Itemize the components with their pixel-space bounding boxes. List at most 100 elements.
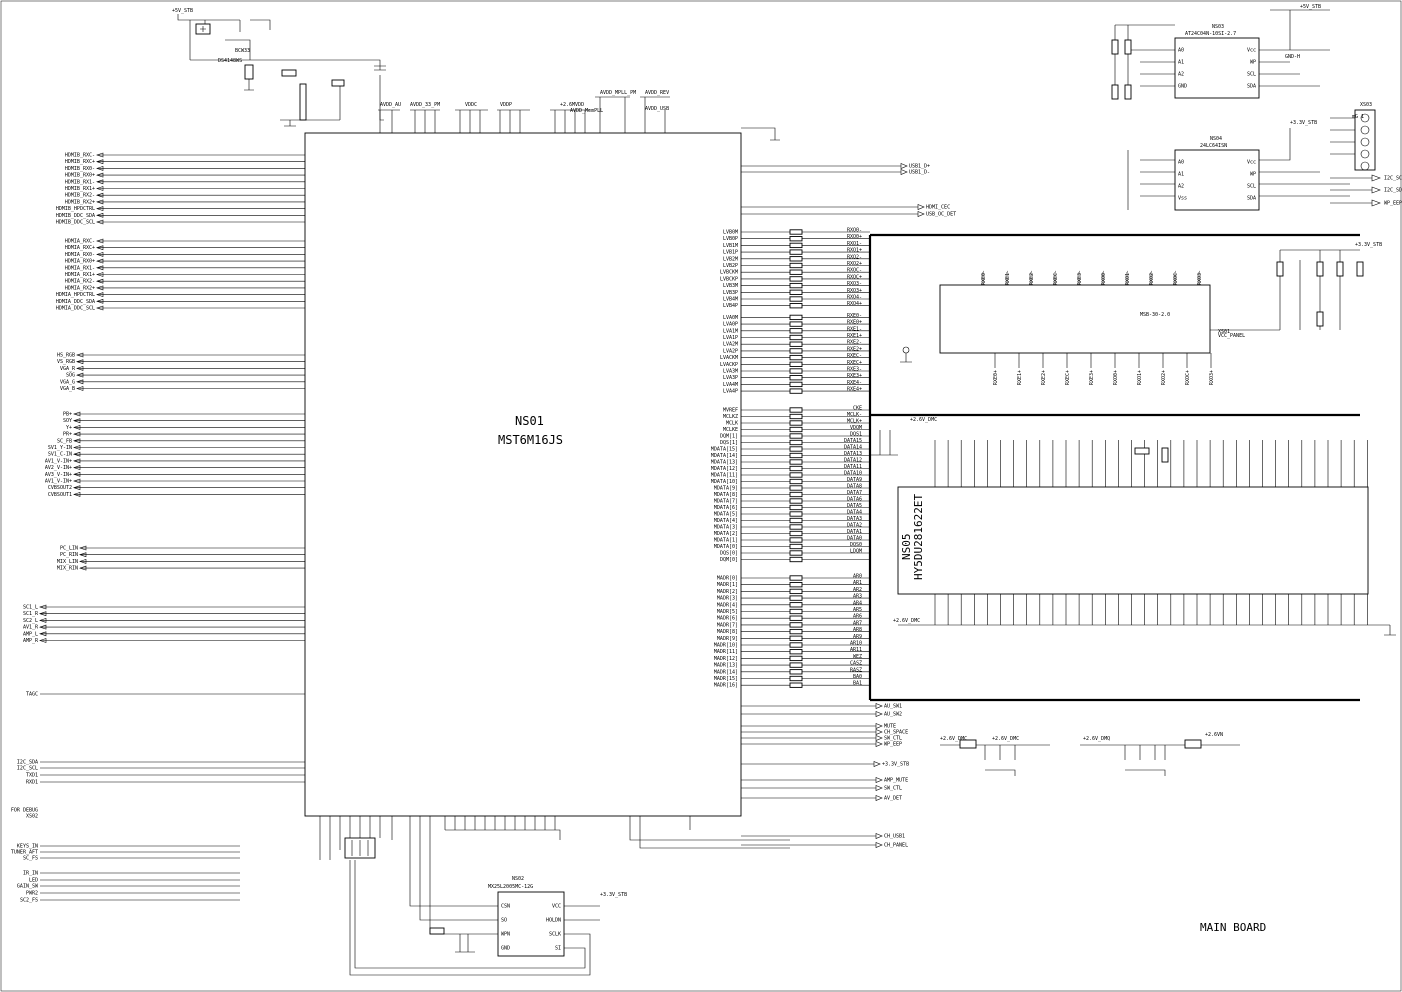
lvds-pin-9: LVB3P xyxy=(723,290,738,296)
mem-pin-7: MDATA[14] xyxy=(711,453,738,459)
addr-pin-3: MADR[3] xyxy=(717,596,738,602)
lvds-net-5: RXO2+ xyxy=(847,261,862,267)
lvds-conn-net-5: RXE2+ xyxy=(1041,370,1047,385)
flash-ref: NS02 xyxy=(512,876,524,882)
lvds-conn-net-18: RXO3- xyxy=(1197,270,1203,285)
net-left-av-1: SOY xyxy=(63,418,72,424)
lvds-pin-0: LVB0M xyxy=(723,230,738,236)
net-left-vga-0: HS_RGB xyxy=(57,353,75,359)
lvds-net-15: RXE1+ xyxy=(847,333,862,339)
eeprom1-pins-pin-1: A1 xyxy=(1178,60,1184,66)
misc-left-12: GAIN_SW xyxy=(17,884,39,890)
lvds-net-3: RXO1+ xyxy=(847,248,862,254)
net-left-av-8: AV2_V-IN+ xyxy=(45,465,72,471)
board-title: MAIN BOARD xyxy=(1200,921,1266,934)
lvds-connector-part: MSB-30-2.0 xyxy=(1140,312,1170,318)
flash-pin-0: CSN xyxy=(501,904,510,910)
net-left-hdmi-a-3: HDMIA_RX0+ xyxy=(65,259,95,265)
mem-pin-8: MDATA[13] xyxy=(711,460,738,466)
mem-pin-15: MDATA[6] xyxy=(714,505,738,511)
net-left-hdmi-b-4: HDMIB_RX1- xyxy=(65,179,95,185)
lvds-pin-11: LVB4P xyxy=(723,303,738,309)
lvds-net-13: RXE0+ xyxy=(847,320,862,326)
eeprom2-pins-pin-5: WP xyxy=(1250,172,1256,178)
net-left-av-12: CVBSOUT1 xyxy=(48,492,72,498)
lvds-conn-net-17: RXOC+ xyxy=(1185,370,1191,385)
lvds-net-11: RXO4+ xyxy=(847,301,862,307)
mem-net-17: DATA3 xyxy=(847,516,862,522)
ddr-sdram: NS05 HY5DU281622ET +2.6V_DMC +2.6V_DMC xyxy=(870,417,1396,636)
addr-net-15: BA0 xyxy=(853,674,862,680)
net-left-hdmi-a-1: HDMIA_RXC+ xyxy=(65,245,95,251)
flash-pin-1: SO xyxy=(501,918,507,924)
lvds-pin-13: LVA0P xyxy=(723,322,738,328)
lvds-pin-19: LVACKP xyxy=(720,362,738,368)
addr-pin-10: MADR[10] xyxy=(714,643,738,649)
net-left-hdmi-a-6: HDMIA_RX2- xyxy=(65,279,95,285)
eeprom-1-ref: NS03 xyxy=(1212,24,1224,30)
misc-left-9: SC_FS xyxy=(23,856,38,862)
transistor-label: BCW33 xyxy=(235,48,250,54)
eeprom-rail-5v: +5V_STB xyxy=(1300,4,1321,10)
addr-net-8: AR8 xyxy=(853,627,862,633)
misc-left-4: RXD1 xyxy=(26,780,38,786)
mem-pin-6: MDATA[15] xyxy=(711,447,738,453)
lvds-net-8: RXO3- xyxy=(847,281,862,287)
mem-pin-4: DQM[1] xyxy=(720,434,738,440)
addr-net-1: AR1 xyxy=(853,580,862,586)
mem-pin-10: MDATA[11] xyxy=(711,473,738,479)
lvds-net-6: RXOC- xyxy=(847,268,862,274)
addr-pin-16: MADR[16] xyxy=(714,683,738,689)
lvds-pin-16: LVA2M xyxy=(723,342,738,348)
filter2-in: +2.6V_DMQ xyxy=(1083,736,1110,742)
lvds-net-14: RXE1- xyxy=(847,326,862,332)
net-left-hdmi-b-3: HDMIB_RX0+ xyxy=(65,173,95,179)
flash-chip: NS02 MX25L2005MC-12G CSNSOWPNGNDVCCHOLDN… xyxy=(349,860,627,976)
net-left-av-10: AV1_V-IN+ xyxy=(45,479,72,485)
addr-pin-2: MADR[2] xyxy=(717,589,738,595)
addr-pin-8: MADR[8] xyxy=(717,629,738,635)
diode-label: DS4148WS xyxy=(218,58,242,64)
net-left-av-7: AV1_V-IN+ xyxy=(45,458,72,464)
misc-left-8: TUNER_AFT xyxy=(11,850,38,856)
sdram-part: HY5DU281622ET xyxy=(912,494,925,580)
i2c-out-0: I2C_SCL xyxy=(1384,176,1402,182)
mem-net-2: MCLK+ xyxy=(847,419,862,425)
right-out-5: AU_SW2 xyxy=(884,712,902,718)
addr-net-3: AR3 xyxy=(853,594,862,600)
mem-net-21: DQS0 xyxy=(850,542,862,548)
net-left-hdmi-b-5: HDMIB_RX1+ xyxy=(65,186,95,192)
addr-net-7: AR7 xyxy=(853,620,862,626)
mem-net-9: DATA11 xyxy=(844,464,862,470)
mem-net-4: DQS1 xyxy=(850,432,862,438)
eeprom2-pins-pin-1: A1 xyxy=(1178,172,1184,178)
main-ic-ref: NS01 xyxy=(515,414,544,428)
net-left-vga-4: VGA_G xyxy=(60,379,75,385)
net-left-audio-in-3: MIX_RIN xyxy=(57,566,78,572)
main-ic-bottom-pins xyxy=(319,816,790,880)
lvds-data-bus xyxy=(868,233,1360,702)
eeprom-2-part: 24LC64ISN xyxy=(1200,143,1227,149)
flash-chip-body xyxy=(497,891,565,957)
rail-avdd-rev: AVDD_REV xyxy=(645,90,669,96)
net-left-audio-out-2: SC2_L xyxy=(23,618,38,624)
filter2-out: +2.6VN xyxy=(1205,732,1223,738)
net-left-av-11: CVBSOUT2 xyxy=(48,485,72,491)
eeprom1-pins-pin-6: SCL xyxy=(1247,72,1256,78)
mem-pin-5: DQS[1] xyxy=(720,440,738,446)
lvds-connector-ref: XS01 xyxy=(1218,329,1230,335)
net-left-audio-out-0: SC1_L xyxy=(23,605,38,611)
net-left-av-2: Y+ xyxy=(66,425,72,431)
rail-avdd-mempll: AVDD_MemPLL xyxy=(570,108,603,114)
flash-pin-7: SI xyxy=(555,946,561,952)
misc-left-2: I2C_SCL xyxy=(17,766,38,772)
rail-avdd-mpll-pm: AVDD_MPLL_PM xyxy=(600,90,636,96)
addr-net-0: AR0 xyxy=(853,574,862,580)
right-out-13: +3.3V_STB xyxy=(882,762,909,768)
addr-pin-9: MADR[9] xyxy=(717,636,738,642)
address-side-pins: MADR[0]AR0MADR[1]AR1MADR[2]AR2MADR[3]AR3… xyxy=(714,574,870,689)
eeprom1-pins-pin-0: A0 xyxy=(1178,48,1184,54)
